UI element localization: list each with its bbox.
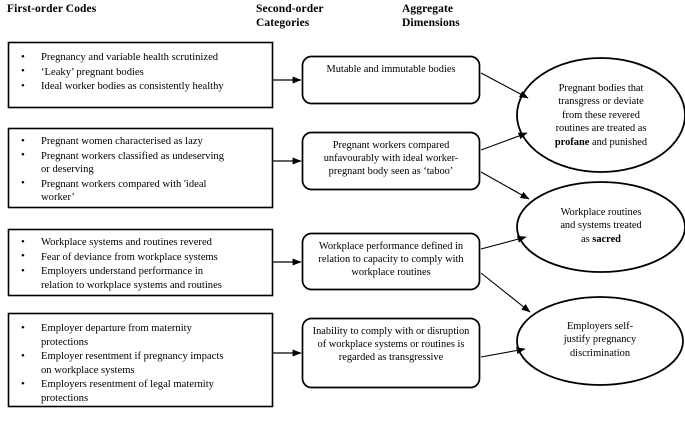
aggregate-dimension-3-line-1: Employers self- bbox=[566, 321, 634, 332]
first-order-box-3: Workplace systems and routines revered F… bbox=[9, 230, 272, 295]
aggregate-dimension-2-line-3-prefix: as bbox=[581, 233, 593, 245]
second-order-box-outline-1 bbox=[301, 55, 481, 105]
list-item: Employer departure from maternity protec… bbox=[9, 321, 272, 349]
first-order-box-2: Pregnant women characterised as lazy Pre… bbox=[9, 129, 272, 207]
list-item: Pregnant women characterised as lazy bbox=[9, 135, 272, 149]
aggregate-ellipse-outline-1 bbox=[516, 57, 685, 173]
column-header-first-order-codes: First-order Codes bbox=[7, 3, 97, 15]
connector-cat1-dim1 bbox=[480, 72, 529, 99]
list-item: ‘Leaky’ pregnant bodies bbox=[9, 65, 272, 80]
list-item: Employer resentment if pregnancy impacts… bbox=[9, 350, 272, 377]
column-header-aggregate-dimensions: Aggregate Dimensions bbox=[402, 3, 460, 29]
second-order-box-outline-3 bbox=[301, 232, 481, 291]
second-order-box-outline-4 bbox=[301, 317, 481, 389]
list-item: Pregnancy and variable health scrutinize… bbox=[9, 51, 272, 65]
second-order-box-4: Inability to comply with or disruption o… bbox=[303, 325, 479, 365]
list-item: Ideal worker bodies as consistently heal… bbox=[9, 80, 272, 94]
first-order-box-1: Pregnancy and variable health scrutinize… bbox=[9, 43, 272, 107]
aggregate-dimension-1: Pregnant bodies that transgress or devia… bbox=[527, 82, 675, 149]
connector-cat4-dim3 bbox=[480, 347, 526, 358]
first-order-list-4: Employer departure from maternity protec… bbox=[9, 314, 272, 406]
aggregate-dimension-1-line-1: Pregnant bodies that bbox=[558, 83, 644, 94]
aggregate-dimension-2-emphasis: sacred bbox=[592, 233, 621, 245]
second-order-box-4-text: Inability to comply with or disruption o… bbox=[312, 326, 470, 364]
connector-cat3-dim3 bbox=[480, 272, 531, 313]
connector-cat3-dim2 bbox=[480, 235, 527, 250]
second-order-box-2-text: Pregnant workers compared unfavourably w… bbox=[323, 140, 459, 178]
second-order-box-outline-2 bbox=[301, 131, 481, 191]
first-order-list-3: Workplace systems and routines revered F… bbox=[9, 230, 272, 292]
aggregate-dimension-1-emphasis: profane bbox=[554, 136, 590, 148]
aggregate-dimension-1-line-4: routines are treated as bbox=[555, 123, 647, 135]
aggregate-ellipse-outline-2 bbox=[516, 181, 685, 273]
aggregate-dimension-1-line-5-suffix: and punished bbox=[589, 136, 648, 148]
list-item: Workplace systems and routines revered bbox=[9, 236, 272, 250]
column-header-second-order-categories: Second-order Categories bbox=[256, 3, 324, 29]
list-item: Fear of deviance from workplace systems bbox=[9, 250, 272, 265]
aggregate-dimension-3-line-2: justify pregnancy bbox=[563, 334, 637, 346]
first-order-list-1: Pregnancy and variable health scrutinize… bbox=[9, 43, 272, 94]
aggregate-dimension-2-line-1: Workplace routines bbox=[560, 207, 642, 218]
aggregate-dimension-3-line-3: discrimination bbox=[569, 347, 631, 359]
second-order-box-3: Workplace performance defined in relatio… bbox=[303, 240, 479, 280]
list-item: Pregnant workers classified as undeservi… bbox=[9, 149, 272, 177]
second-order-box-2: Pregnant workers compared unfavourably w… bbox=[303, 139, 479, 179]
aggregate-dimension-2: Workplace routines and systems treated a… bbox=[527, 206, 675, 246]
connector-cat2-dim2 bbox=[480, 171, 530, 200]
aggregate-dimension-3: Employers self- justify pregnancy discri… bbox=[527, 320, 673, 360]
second-order-box-1-text: Mutable and immutable bodies bbox=[326, 64, 456, 75]
list-item: Pregnant workers compared with 'ideal wo… bbox=[9, 177, 272, 205]
connector-cat2-dim1 bbox=[480, 132, 528, 151]
second-order-box-3-text: Workplace performance defined in relatio… bbox=[318, 241, 464, 279]
aggregate-dimension-1-line-3: from these revered bbox=[562, 109, 640, 121]
second-order-box-1: Mutable and immutable bodies bbox=[303, 63, 479, 76]
first-order-list-2: Pregnant women characterised as lazy Pre… bbox=[9, 129, 272, 205]
aggregate-ellipse-outline-3 bbox=[516, 296, 684, 386]
list-item: Employers resentment of legal maternity … bbox=[9, 378, 272, 405]
first-order-box-4: Employer departure from maternity protec… bbox=[9, 314, 272, 406]
aggregate-dimension-2-line-2: and systems treated bbox=[560, 220, 642, 232]
aggregate-dimension-1-line-2: transgress or deviate bbox=[558, 96, 644, 108]
list-item: Employers understand performance in rela… bbox=[9, 265, 272, 292]
